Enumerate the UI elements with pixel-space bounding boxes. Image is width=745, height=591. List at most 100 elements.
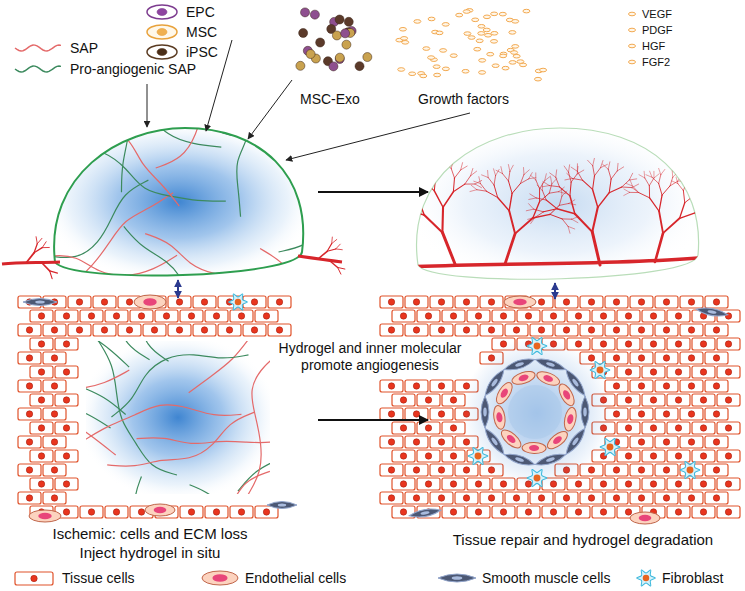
- growth-factor: [478, 32, 485, 36]
- blood-vessel: [592, 232, 600, 265]
- cell-membrane: [655, 296, 678, 308]
- tissue-cell: [168, 324, 191, 336]
- blood-vessel: [536, 180, 540, 189]
- tissue-cell: [205, 506, 228, 518]
- growth-factor: [509, 61, 516, 65]
- blood-vessel: [535, 173, 536, 180]
- blood-vessel: [34, 248, 42, 253]
- blood-vessel: [332, 239, 337, 243]
- blood-vessel: [529, 178, 536, 179]
- cell-nucleus: [88, 509, 94, 515]
- blood-vessel: [461, 166, 467, 170]
- tissue-cell: [55, 310, 78, 322]
- cell-membrane: [505, 492, 528, 504]
- tissue-cell: [193, 296, 216, 308]
- blood-vessel: [685, 176, 687, 183]
- tissue-cell: [30, 422, 53, 434]
- blood-vessel: [629, 179, 636, 180]
- cell-nucleus: [529, 445, 539, 451]
- blood-vessel: [441, 207, 444, 232]
- cell-membrane: [68, 324, 91, 336]
- blood-vessel: [546, 200, 557, 209]
- cell-nucleus: [613, 383, 619, 389]
- blood-vessel: [480, 184, 486, 192]
- blood-vessel: [551, 177, 552, 184]
- double-arrow: [554, 283, 556, 299]
- cell-membrane: [118, 324, 141, 336]
- tissue-cell: [680, 296, 703, 308]
- tissue-cell: [43, 324, 66, 336]
- cell-nucleus: [663, 495, 669, 501]
- growth-factor: [409, 72, 416, 76]
- tissue-cell: [567, 310, 590, 322]
- blood-vessel: [502, 174, 508, 181]
- cell-nucleus: [525, 509, 531, 515]
- cell-membrane: [480, 296, 503, 308]
- tissue-cell: [430, 296, 453, 308]
- growth-factor: [463, 10, 470, 14]
- growth-factor: [512, 45, 519, 49]
- blood-vessel: [711, 199, 718, 200]
- blood-vessel: [471, 171, 477, 176]
- tissue-cell: [455, 492, 478, 504]
- cell-membrane: [43, 408, 66, 420]
- tissue-cell: [380, 296, 403, 308]
- tissue-cell: [692, 338, 715, 350]
- tissue-cell: [18, 408, 41, 420]
- cell-nucleus: [663, 383, 669, 389]
- blood-vessel: [577, 164, 578, 172]
- tissue-cell-key: [15, 572, 53, 585]
- cell-nucleus: [675, 509, 681, 515]
- tissue-cell: [480, 492, 503, 504]
- cell-nucleus: [438, 327, 444, 333]
- cell-membrane: [30, 394, 53, 406]
- cell-nucleus: [38, 341, 44, 347]
- endothelial-cell: [145, 504, 175, 516]
- cell-nucleus: [475, 313, 481, 319]
- cell-nucleus: [263, 509, 269, 515]
- cell-nucleus: [625, 369, 631, 375]
- cell-nucleus: [538, 327, 544, 333]
- blood-vessel: [523, 167, 524, 174]
- growth-factor: [423, 47, 430, 51]
- peptide-fiber: [48, 193, 174, 299]
- tissue-cell: [30, 394, 53, 406]
- cell-membrane: [680, 296, 703, 308]
- cell-nucleus: [675, 425, 681, 431]
- legend-entry: Pro-angiogenic SAP: [70, 61, 196, 77]
- blood-vessel: [380, 194, 386, 198]
- cell-membrane: [442, 394, 465, 406]
- blood-vessel: [540, 181, 545, 189]
- cell-membrane: [667, 422, 690, 434]
- cell-membrane: [692, 422, 715, 434]
- tissue-cell: [617, 366, 640, 378]
- endothelial-cell: [510, 369, 536, 387]
- blood-vessel: [639, 175, 645, 178]
- cell-nucleus: [600, 313, 606, 319]
- cell-nucleus: [63, 453, 69, 459]
- cell-nucleus: [688, 327, 694, 333]
- cell-membrane: [43, 492, 66, 504]
- cell-membrane: [43, 436, 66, 448]
- cell-nucleus: [700, 369, 706, 375]
- blood-vessel: [630, 192, 639, 193]
- tissue-cell: [705, 464, 728, 476]
- tissue-cell: [617, 478, 640, 490]
- cell-membrane: [642, 478, 665, 490]
- blood-vessel: [416, 166, 421, 172]
- cell-membrane: [642, 450, 665, 462]
- tissue-cell: [630, 408, 653, 420]
- cell-membrane: [492, 405, 506, 430]
- peptide-fiber: [124, 226, 190, 357]
- tissue-cell: [567, 506, 590, 518]
- tissue-cell: [692, 506, 715, 518]
- blood-vessel: [678, 184, 684, 191]
- peptide-fiber: [98, 341, 176, 475]
- cell-nucleus: [201, 327, 207, 333]
- blood-vessel: [562, 219, 568, 227]
- endothelial-cell: [556, 382, 577, 408]
- blood-vessel: [659, 175, 661, 184]
- cell-nucleus: [438, 495, 444, 501]
- tissue-cell: [667, 506, 690, 518]
- tissue-cell: [417, 310, 440, 322]
